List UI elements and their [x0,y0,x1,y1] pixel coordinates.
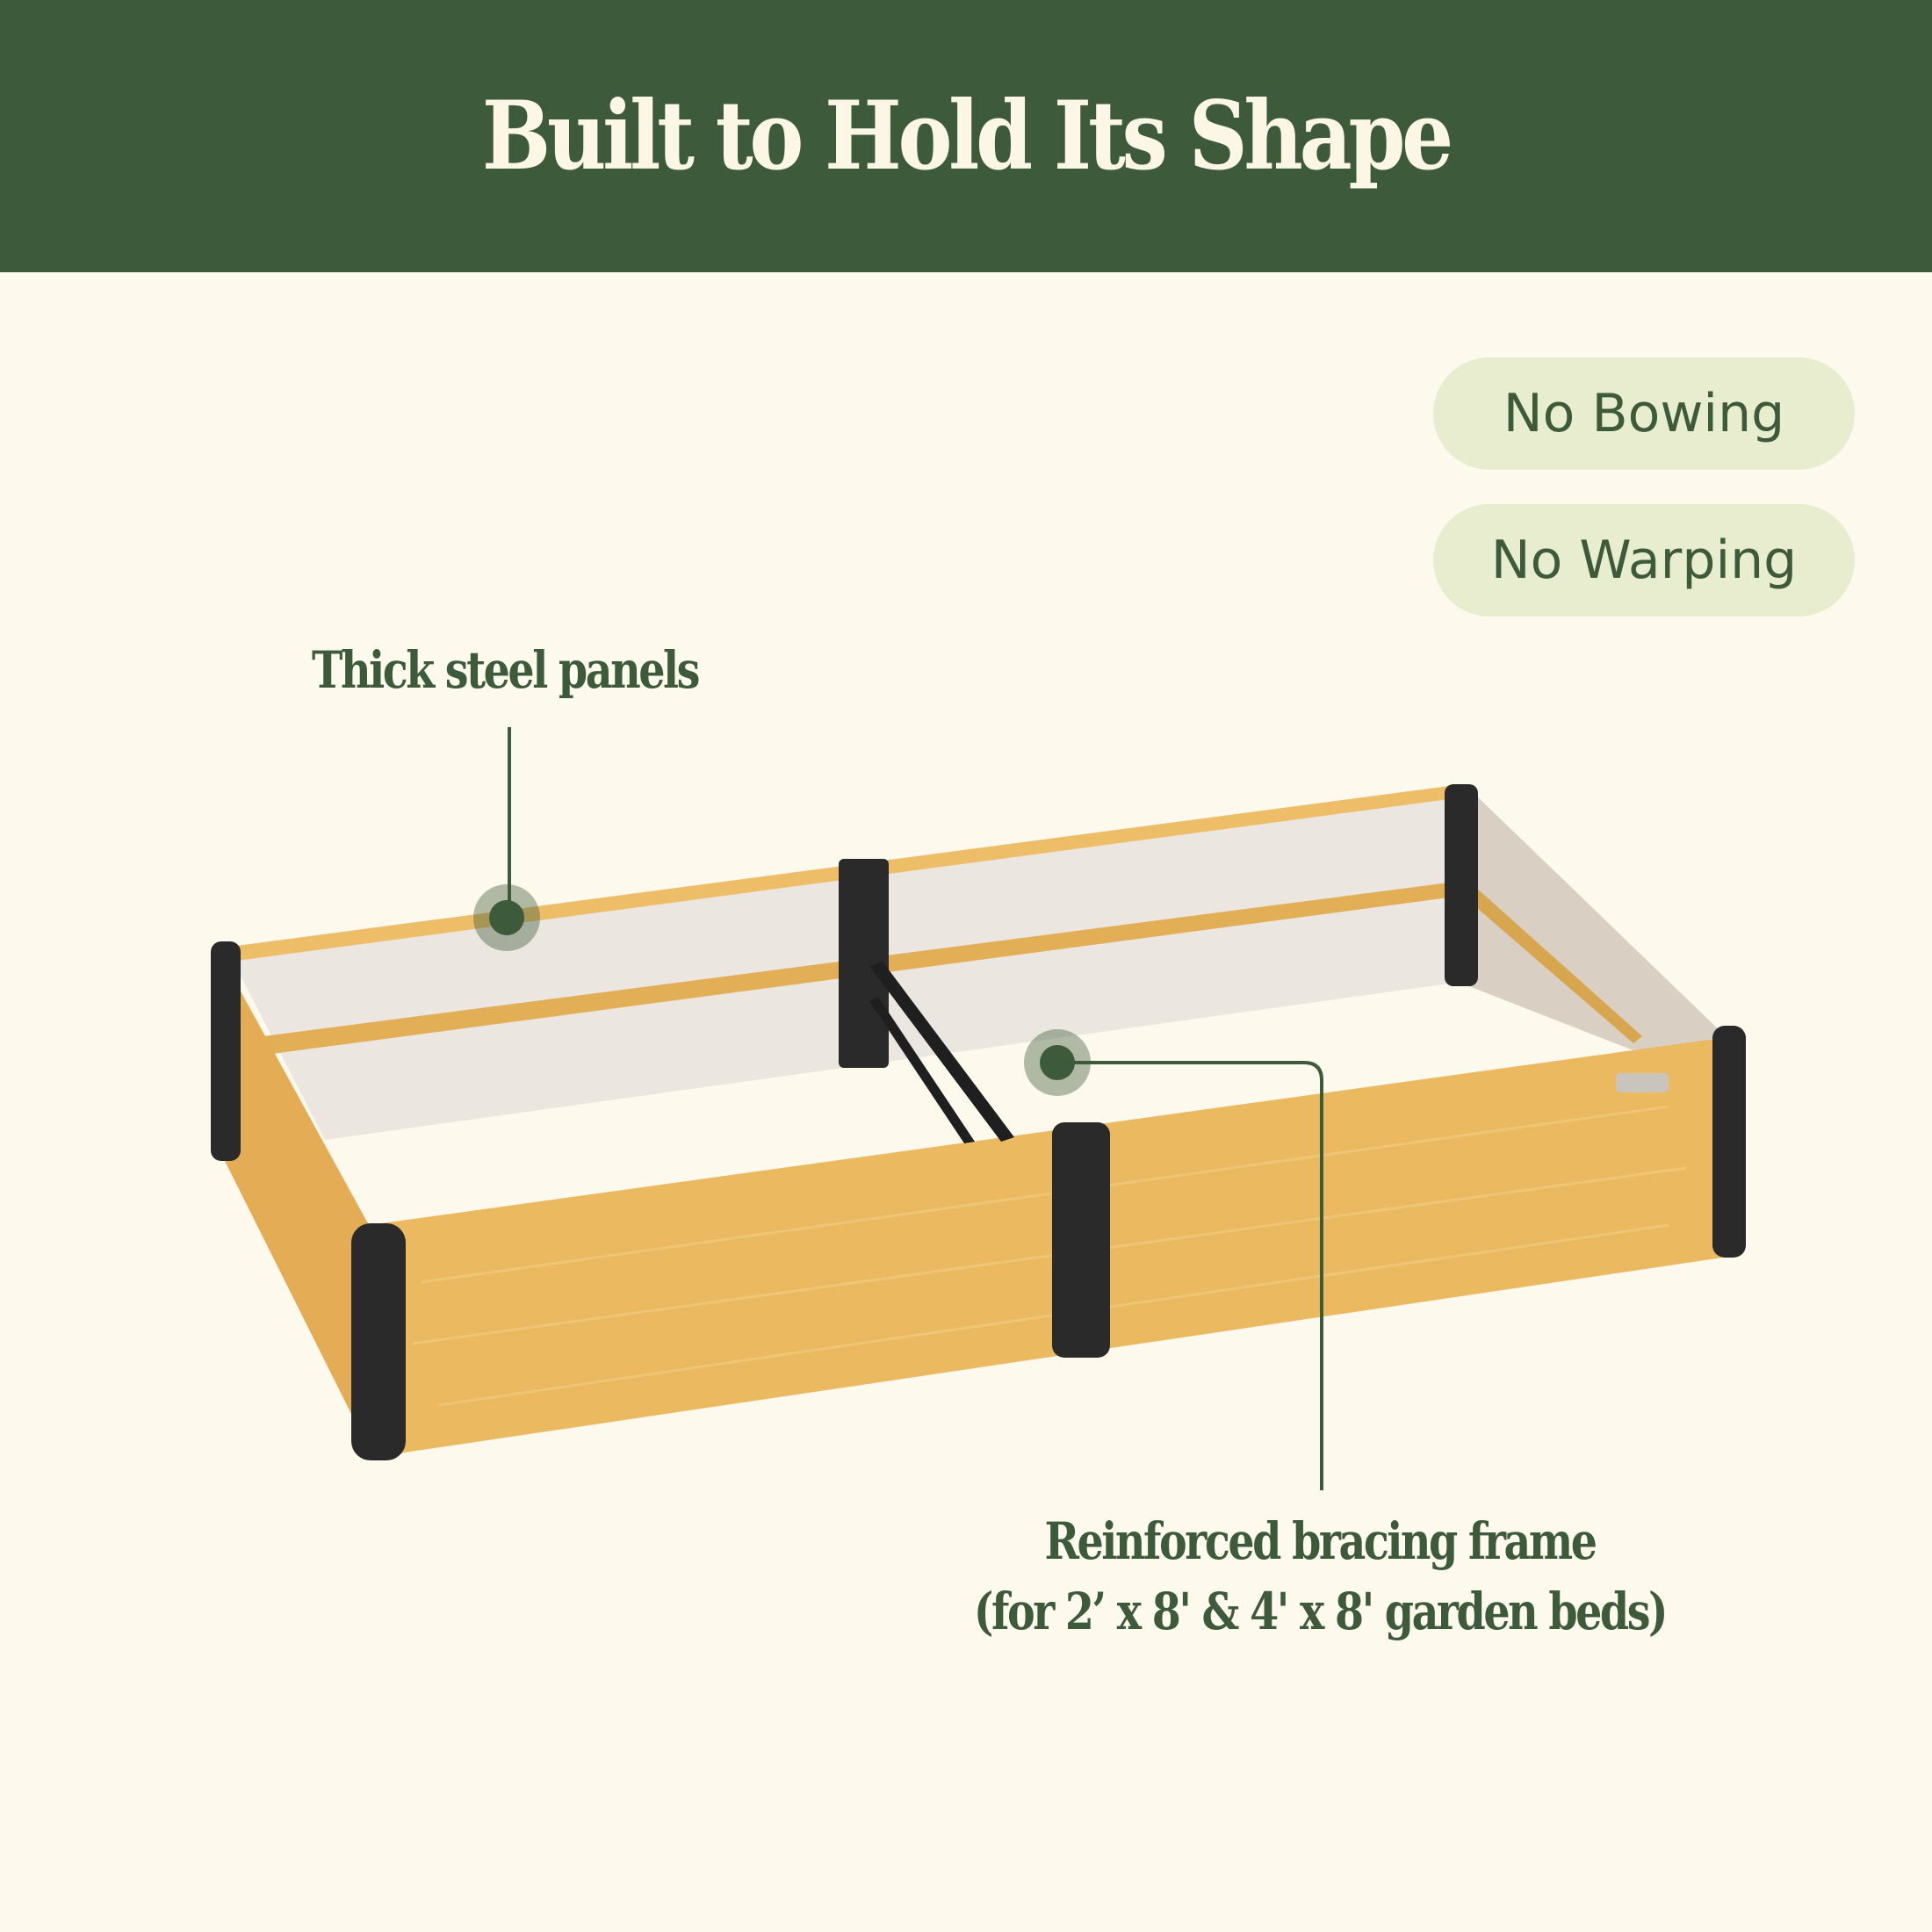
right-mid-rail [1471,887,1642,1043]
badge-no-bowing: No Bowing [1433,357,1855,470]
callout-bracing-line1: Reinforced bracing frame [1044,1511,1597,1571]
header-banner: Built to Hold Its Shape [0,0,1932,272]
back-right-post [1445,784,1478,986]
callout-label-bracing: Reinforced bracing frame (for 2’ x 8' & … [960,1506,1680,1647]
badge-no-warping: No Warping [1433,504,1855,616]
callout-dot [1040,1045,1075,1080]
front-left-post [351,1223,406,1460]
page-title: Built to Hold Its Shape [481,81,1453,191]
brand-plate [1616,1073,1669,1092]
callout-line-bracing [1057,1061,1323,1490]
callout-bracing-line2: (for 2’ x 8' & 4' x 8' garden beds) [973,1582,1669,1641]
bracing-frame [869,962,1014,1142]
left-wall [220,953,369,1449]
front-wall [369,1036,1734,1458]
badge-label: No Warping [1490,530,1798,591]
callout-label-panels: Thick steel panels [312,640,700,700]
front-right-post [1712,1026,1746,1258]
bracing-frame-lower [869,997,975,1143]
right-wall-inner [1462,795,1726,1054]
badge-label: No Bowing [1503,383,1785,444]
back-center-post [839,859,889,1068]
back-left-post [211,941,241,1161]
front-center-post [1052,1122,1110,1358]
callout-dot [489,900,524,935]
